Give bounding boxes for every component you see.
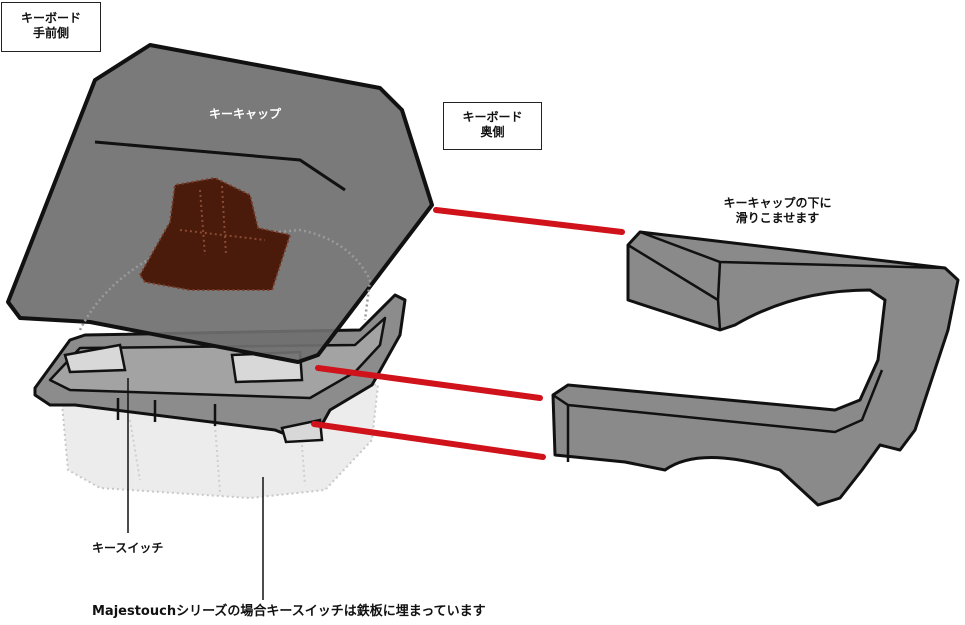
switch-stem (138, 176, 292, 291)
keycap-label: キーキャップ (209, 107, 282, 121)
keyboard-back-line1: キーボード (462, 110, 523, 124)
keyboard-back-line2: 奥側 (480, 125, 505, 139)
keyboard-back-label: キーボード 奥側 (443, 102, 542, 150)
guide-lines (311, 207, 625, 460)
keyboard-front-line1: キーボード (20, 11, 81, 25)
guide-line-middle (315, 365, 543, 401)
slide-under-line1: キーキャップの下に (723, 196, 832, 210)
majestouch-note: Majestouchシリーズの場合キースイッチは鉄板に埋まっています (92, 604, 486, 619)
key-switch-label: キースイッチ (92, 541, 164, 555)
slide-under-line2: 滑りこませます (735, 211, 820, 225)
guide-line-top (433, 207, 625, 235)
keyboard-front-label: キーボード 手前側 (1, 2, 101, 52)
keyboard-front-line2: 手前側 (32, 26, 69, 40)
guide-line-bottom (311, 421, 546, 460)
spacer-part (551, 230, 960, 507)
slide-under-label: キーキャップの下に 滑りこませます (700, 196, 855, 226)
